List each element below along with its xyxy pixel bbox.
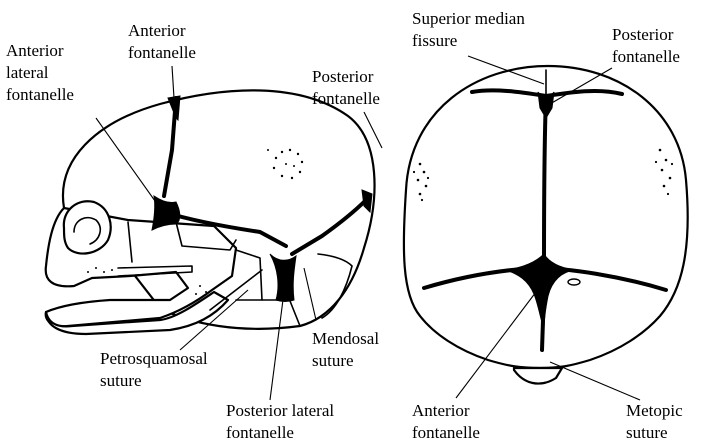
leader-anterior-fontanelle-lateral <box>172 66 174 98</box>
superior-sagittal-suture <box>544 96 546 262</box>
label-superior-median-fissure: Superior median fissure <box>412 9 529 50</box>
label-metopic-suture: Metopic suture <box>626 401 687 442</box>
lateral-orbit <box>64 201 111 253</box>
lateral-skull-view <box>46 90 375 334</box>
label-petrosquamosal-suture: Petrosquamosal suture <box>100 349 212 390</box>
lateral-cranial-vault <box>63 90 375 328</box>
label-mendosal-suture: Mendosal suture <box>312 329 383 370</box>
leader-metopic-suture <box>550 362 640 400</box>
label-anterior-fontanelle-lateral: Anterior fontanelle <box>128 21 196 62</box>
superior-small-fontanelle <box>568 279 580 285</box>
superior-frontal-notch <box>514 368 562 384</box>
label-posterior-fontanelle-superior: Posterior fontanelle <box>612 25 680 66</box>
label-anterior-fontanelle-superior: Anterior fontanelle <box>412 401 480 442</box>
label-anterior-lateral-fontanelle: Anterior lateral fontanelle <box>6 41 74 104</box>
superior-skull-view <box>404 66 688 384</box>
label-posterior-fontanelle-lateral: Posterior fontanelle <box>312 67 380 108</box>
label-posterior-lateral-fontanelle: Posterior lateral fontanelle <box>226 401 338 442</box>
